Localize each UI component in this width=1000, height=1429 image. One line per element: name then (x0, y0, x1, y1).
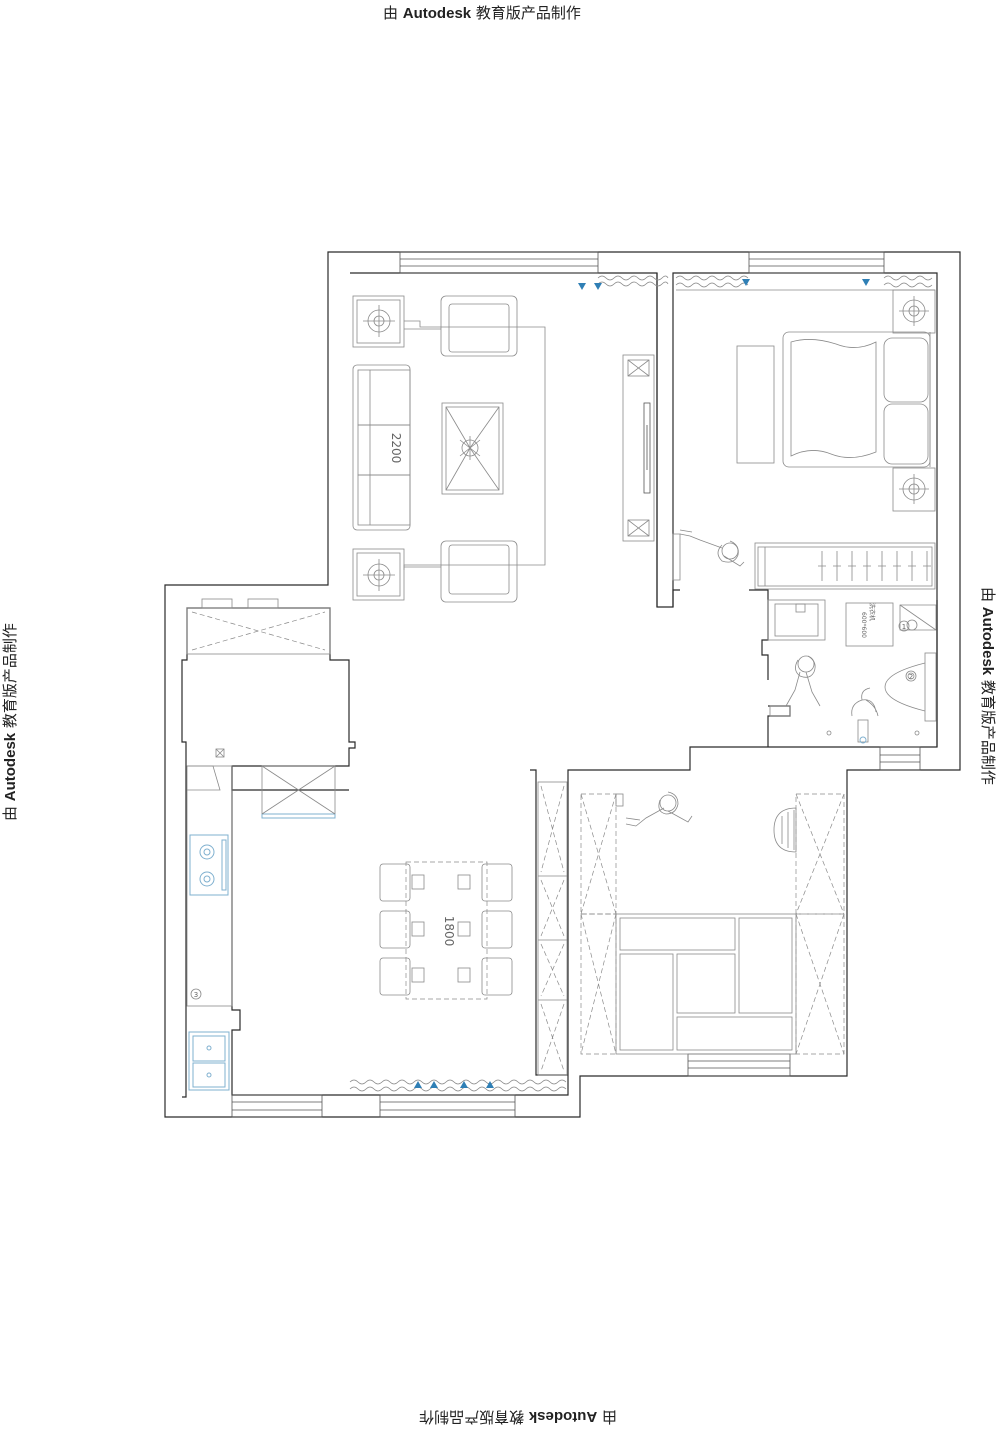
curtain-bedroom (675, 275, 935, 291)
bedroom-door-jamb (672, 533, 681, 581)
tv-cabinet (622, 354, 655, 542)
study-cabinet-top (580, 793, 624, 915)
water-heater (899, 604, 937, 631)
person-bathroom (785, 655, 821, 707)
appliance-marker-3: 3 (190, 988, 202, 1000)
nightstand-bottom (892, 467, 936, 512)
bench (736, 345, 775, 464)
sofa-dimension: 2200 (389, 433, 403, 464)
watermark-top: 由 Autodesk 教育版产品制作 (383, 2, 581, 23)
exterior-wall (164, 251, 961, 1118)
dining-chairs-left (379, 863, 411, 996)
tatami-platform (615, 913, 797, 1055)
window-bottom-middle (379, 1094, 516, 1118)
window-bottom-right (687, 1053, 791, 1077)
curtain-living (578, 275, 669, 290)
interior-walls (231, 273, 938, 1076)
armchair-bottom (440, 540, 518, 603)
kitchen-sink (188, 1031, 230, 1091)
marker-label-2: 2 (909, 673, 913, 681)
washer-size: 600*600 (860, 612, 867, 638)
gas-stove (189, 834, 229, 896)
dining-chairs-right (481, 863, 513, 996)
armchair-top (440, 295, 518, 357)
bed (782, 331, 931, 468)
lamp-table-top (352, 295, 405, 348)
fridge (261, 765, 336, 819)
place-settings (411, 874, 471, 983)
marker-label-1: 1 (902, 623, 906, 631)
appliance-marker-1: 1 (898, 620, 910, 632)
coffee-table (441, 402, 504, 495)
window-bedroom-top (748, 251, 885, 274)
marker-label-3: 3 (194, 991, 198, 999)
window-bottom-left (231, 1094, 323, 1118)
rug-outline (403, 320, 546, 570)
watermark-suffix: 教育版产品制作 (471, 4, 581, 22)
window-living-top (399, 251, 599, 274)
sofa: 2200 (352, 364, 411, 531)
kitchen-counter (186, 765, 233, 1007)
kitchen-wall-stub (215, 748, 225, 758)
washing-machine: 洗衣机 600*600 (845, 602, 894, 647)
watermark-brand: Autodesk (402, 5, 472, 22)
shower (851, 687, 879, 744)
lamp-table-bottom (352, 548, 405, 601)
nightstand-top (892, 289, 936, 334)
watermark-prefix: 由 (383, 4, 403, 22)
study-cabinet-right-top (795, 793, 845, 915)
window-bath-right (879, 746, 921, 771)
hanger-row (818, 551, 931, 581)
washer-name: 洗衣机 (868, 603, 876, 621)
toilet (884, 652, 937, 722)
appliance-marker-2: 2 (905, 670, 917, 682)
bathroom-sink (767, 599, 826, 641)
dining-dimension: 1800 (442, 916, 456, 947)
wardrobe (754, 542, 936, 590)
tall-cabinet-column (537, 781, 568, 1076)
bathroom-door (769, 705, 920, 736)
study-cabinet-left (580, 913, 617, 1055)
study-chair (773, 807, 797, 853)
person-bedroom (679, 529, 745, 567)
dining-table: 1800 (405, 861, 488, 1000)
person-study (625, 791, 693, 827)
study-cabinet-right-bottom (795, 913, 845, 1055)
shoe-cabinet (186, 598, 331, 655)
curtain-dining (349, 1079, 567, 1092)
